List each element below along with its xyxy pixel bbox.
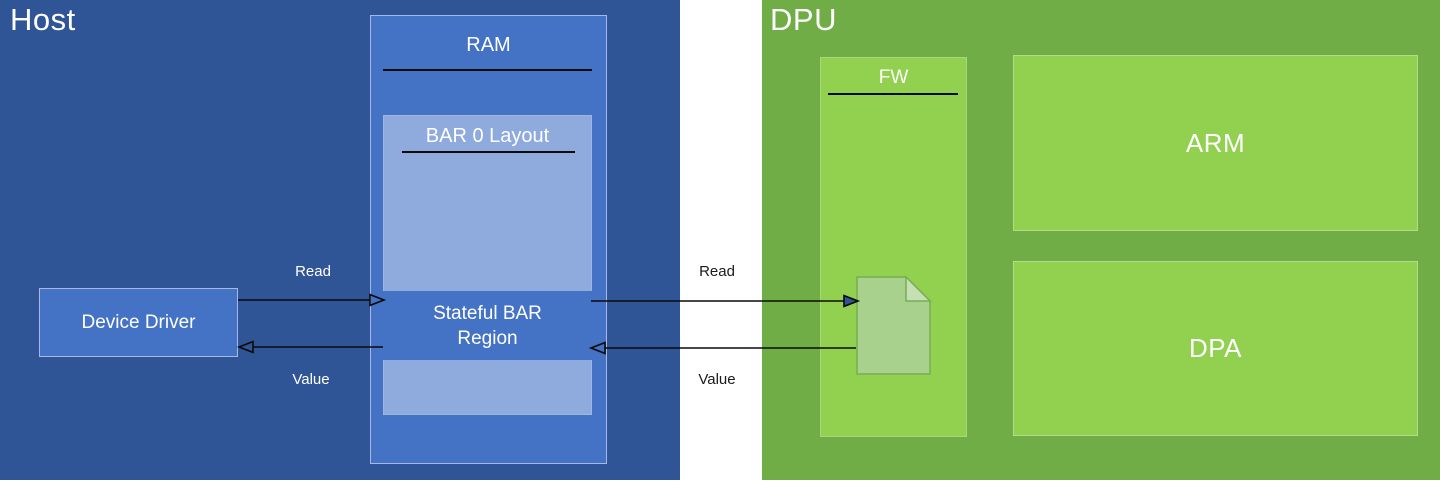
dpa-label: DPA bbox=[1188, 333, 1243, 363]
host-panel: Host RAM BAR 0 Layout Stateful BAR Regio… bbox=[0, 0, 680, 480]
stateful-bar-region-box: Stateful BAR Region bbox=[383, 291, 592, 360]
dpa-box: DPA bbox=[1013, 261, 1418, 436]
host-title: Host bbox=[10, 2, 76, 37]
host-read-arrow-label: Read bbox=[295, 263, 331, 280]
fw-label: FW bbox=[878, 67, 909, 88]
bar0-label: BAR 0 Layout bbox=[425, 125, 550, 147]
device-driver-label: Device Driver bbox=[81, 311, 196, 333]
interconnect-value-arrow-label: Value bbox=[698, 371, 736, 388]
arm-label: ARM bbox=[1185, 127, 1246, 158]
bar0-layout-box: BAR 0 Layout Stateful BAR Region bbox=[383, 115, 592, 415]
device-driver-box: Device Driver bbox=[39, 288, 238, 357]
interconnect-read-arrow-label: Read bbox=[699, 263, 735, 280]
values-document-label: Values bbox=[871, 327, 916, 344]
ram-label: RAM bbox=[466, 34, 511, 56]
ram-box: RAM BAR 0 Layout Stateful BAR Region bbox=[370, 15, 607, 464]
arm-box: ARM bbox=[1013, 55, 1418, 231]
fw-box: FW bbox=[820, 57, 967, 437]
stateful-bar-region-label: Stateful BAR Region bbox=[433, 302, 542, 349]
dpu-panel: DPU FW ARM DPA Values bbox=[762, 0, 1440, 480]
host-value-arrow-label: Value bbox=[292, 371, 330, 388]
dpu-title: DPU bbox=[770, 2, 837, 37]
